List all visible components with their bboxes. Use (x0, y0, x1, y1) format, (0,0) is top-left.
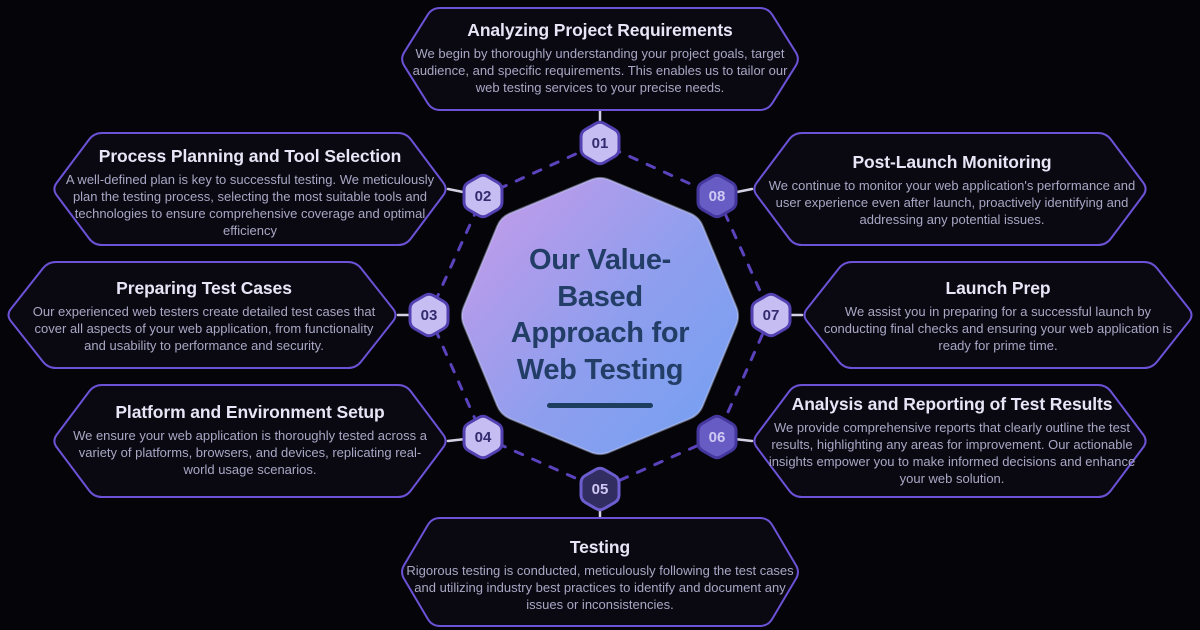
badge-hexagon-icon (408, 292, 450, 338)
step-card-06: Analysis and Reporting of Test Results W… (768, 394, 1136, 488)
badge-hexagon-icon (579, 466, 621, 512)
step-description: We assist you in preparing for a success… (823, 304, 1173, 353)
badge-hexagon-icon (579, 120, 621, 166)
step-title: Testing (569, 537, 631, 557)
step-description: Our experienced web testers create detai… (32, 304, 376, 353)
center-title-line: Approach for (510, 317, 690, 350)
step-title: Analysis and Reporting of Test Results (791, 394, 1113, 414)
step-description: A well-defined plan is key to successful… (65, 172, 435, 238)
step-title: Analyzing Project Requirements (467, 20, 733, 40)
center-title-line: Web Testing (516, 353, 684, 386)
title-underline (547, 403, 653, 409)
step-card-01: Analyzing Project Requirements We begin … (405, 20, 795, 97)
step-card-04: Platform and Environment Setup We ensure… (64, 402, 436, 479)
step-title: Post-Launch Monitoring (852, 152, 1052, 172)
step-badge-05: 05 (579, 466, 621, 512)
badge-hexagon-icon (750, 292, 792, 338)
step-badge-01: 01 (579, 120, 621, 166)
step-card-05: Testing Rigorous testing is conducted, m… (405, 537, 795, 614)
badge-number: 01 (592, 135, 609, 152)
badge-hexagon-icon (696, 414, 738, 460)
badge-number: 04 (475, 429, 492, 446)
step-description: We begin by thoroughly understanding you… (412, 46, 788, 95)
badge-hexagon-icon (462, 414, 504, 460)
center-title-line: Based (557, 280, 643, 313)
step-description: We ensure your web application is thorou… (73, 428, 427, 477)
step-box-shape-05 (401, 517, 799, 627)
center-octagon (460, 176, 740, 456)
step-box-shape-08 (753, 132, 1147, 246)
step-badge-06: 06 (696, 414, 738, 460)
step-title: Process Planning and Tool Selection (98, 146, 402, 166)
step-card-03: Preparing Test Cases Our experienced web… (22, 278, 386, 355)
step-badge-03: 03 (408, 292, 450, 338)
step-description: Rigorous testing is conducted, meticulou… (406, 563, 794, 612)
step-description: We provide comprehensive reports that cl… (768, 420, 1136, 486)
step-description: We continue to monitor your web applicat… (768, 178, 1136, 227)
step-card-08: Post-Launch Monitoring We continue to mo… (768, 152, 1136, 229)
step-box-shape-07 (803, 261, 1193, 369)
step-card-02: Process Planning and Tool Selection A we… (64, 146, 436, 240)
step-box-shape-06 (753, 384, 1147, 498)
badge-number: 05 (592, 481, 609, 498)
step-badge-07: 07 (750, 292, 792, 338)
step-title: Launch Prep (945, 278, 1051, 298)
step-title: Platform and Environment Setup (115, 402, 385, 422)
badge-number: 03 (421, 307, 438, 324)
step-card-07: Launch Prep We assist you in preparing f… (816, 278, 1180, 355)
step-badge-04: 04 (462, 414, 504, 460)
badge-number: 07 (763, 307, 780, 324)
step-title: Preparing Test Cases (116, 278, 292, 298)
badge-number: 06 (709, 429, 726, 446)
step-box-shape-03 (7, 261, 397, 369)
badge-number: 08 (709, 188, 726, 205)
step-box-shape-01 (401, 7, 799, 111)
badge-number: 02 (475, 188, 492, 205)
step-badge-08: 08 (696, 173, 738, 219)
center-title: Our Value- Based Approach for Web Testin… (478, 242, 722, 409)
badge-hexagon-icon (696, 173, 738, 219)
step-badge-02: 02 (462, 173, 504, 219)
badge-hexagon-icon (462, 173, 504, 219)
step-box-shape-04 (53, 384, 447, 498)
center-title-line: Our Value- (528, 244, 672, 276)
step-box-shape-02 (53, 132, 447, 246)
